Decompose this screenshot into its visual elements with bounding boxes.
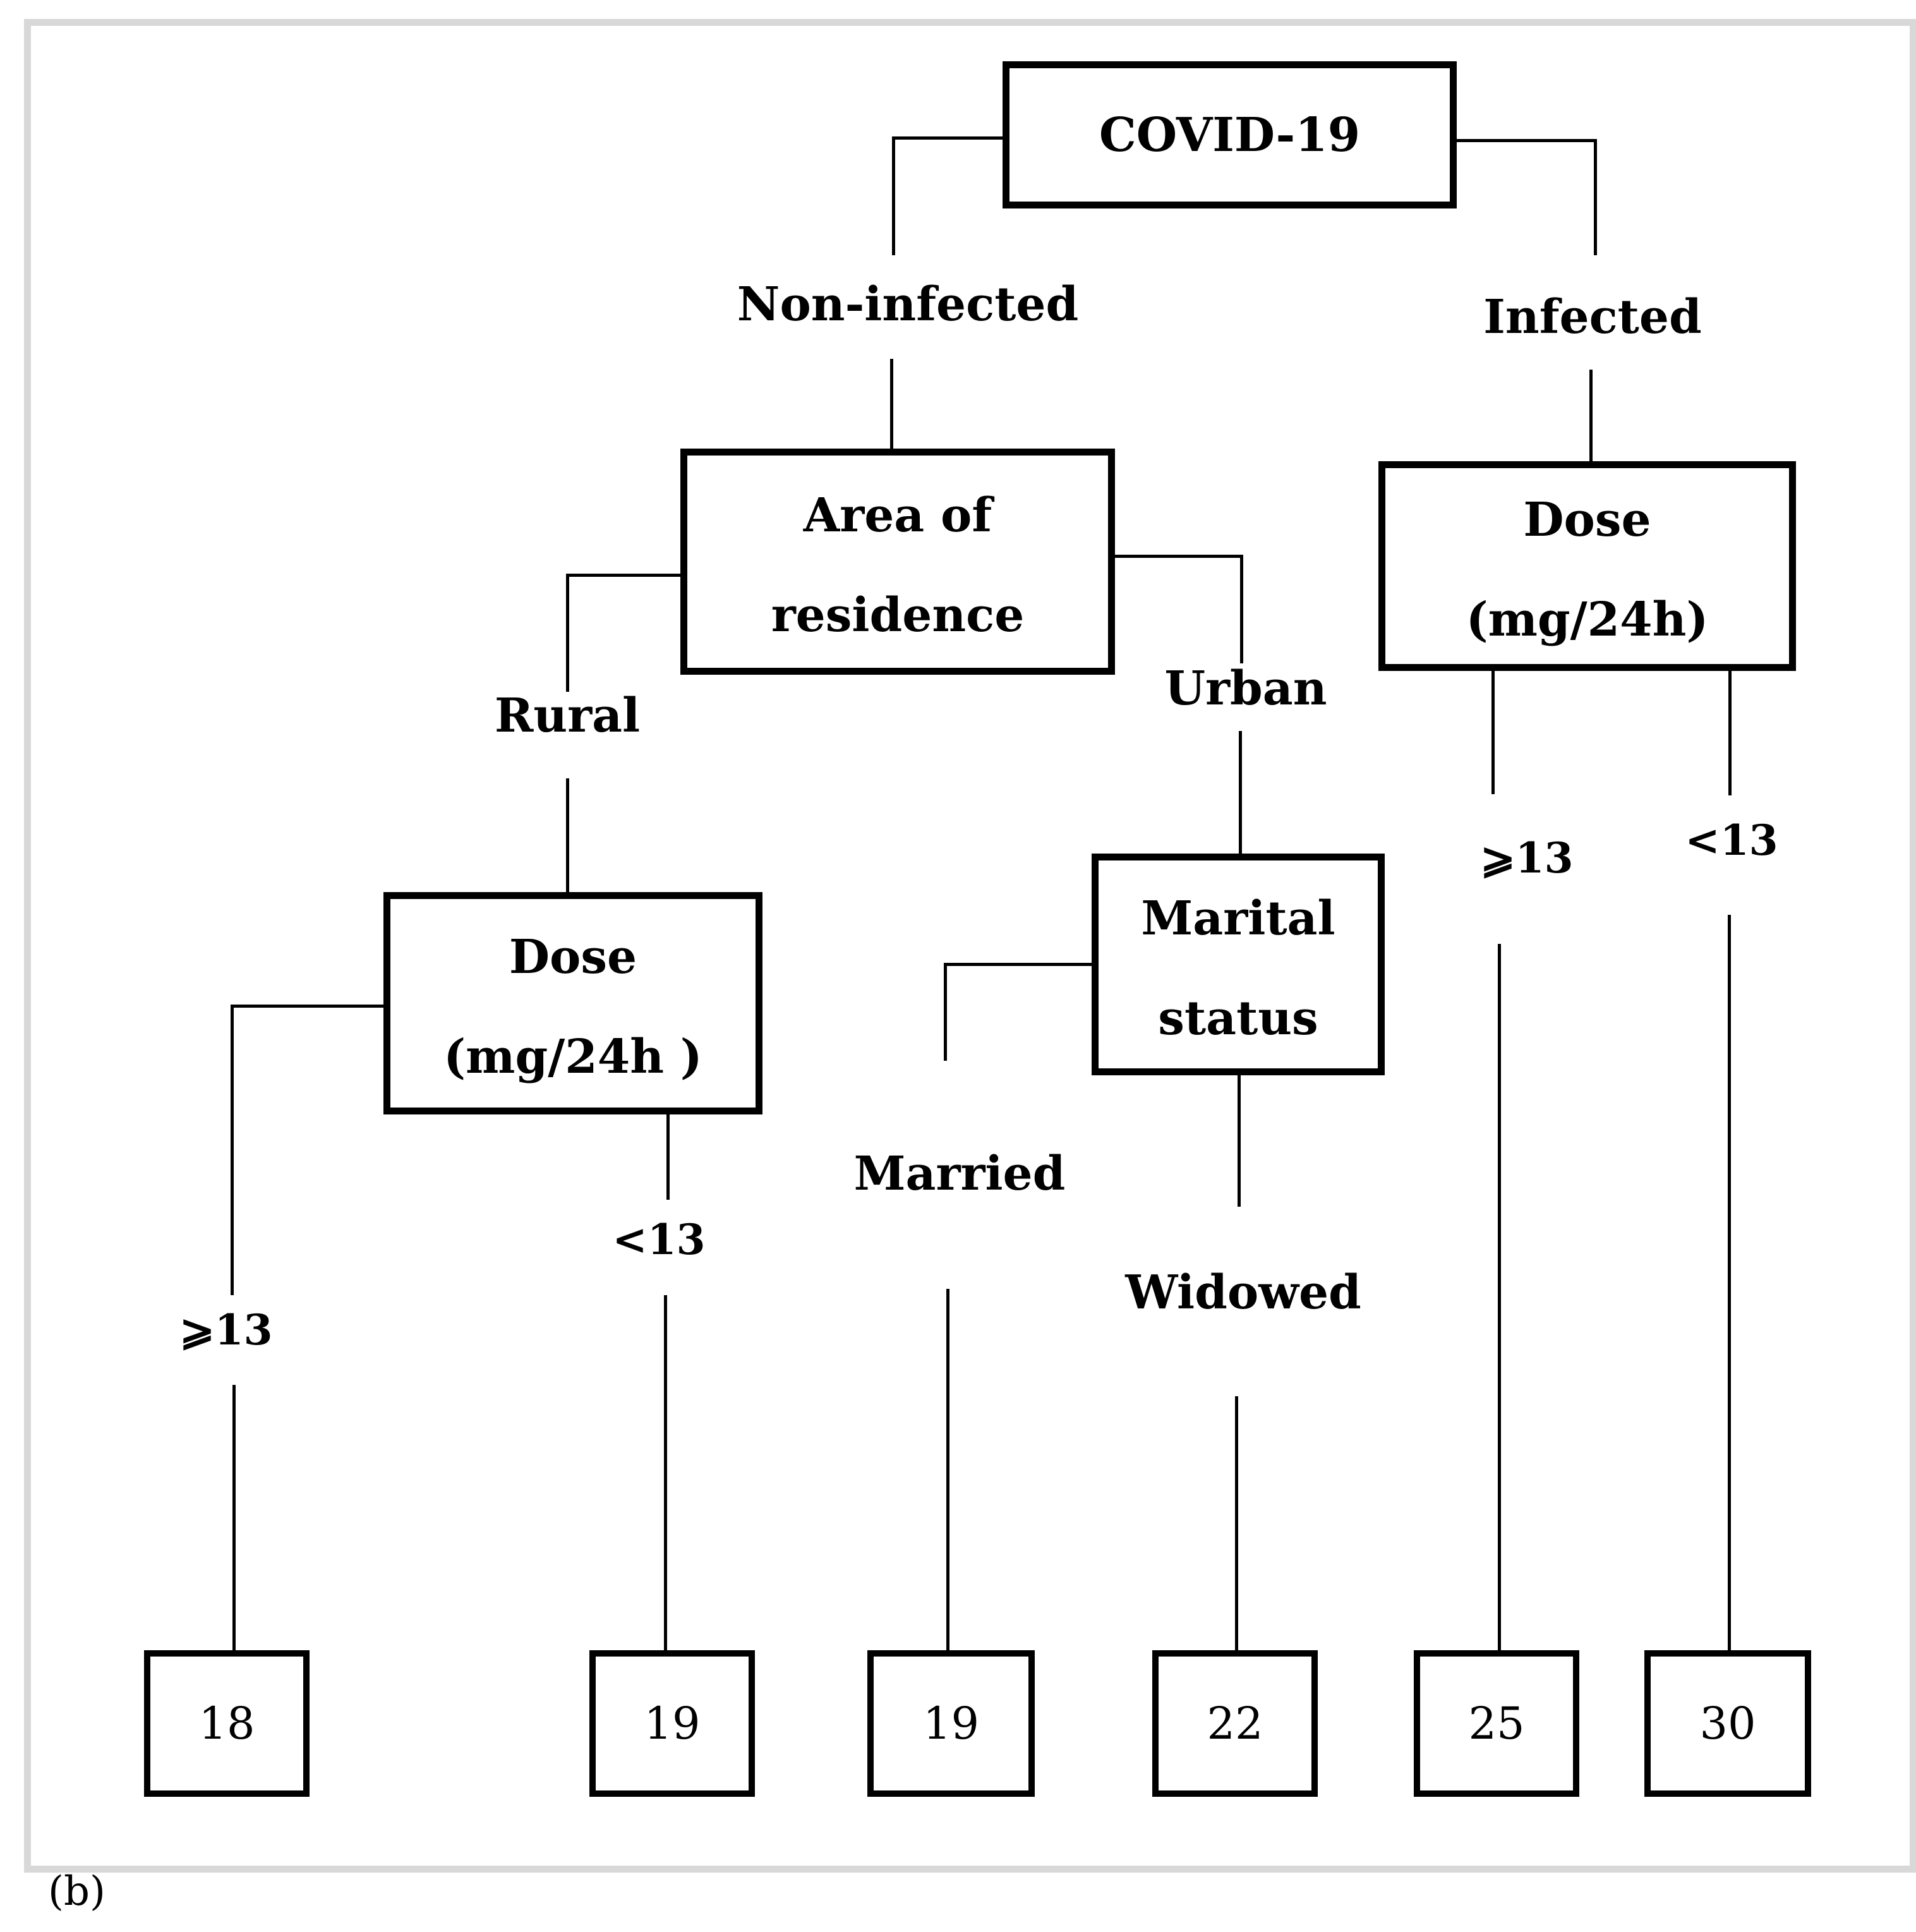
edge-label-urban: Urban (1164, 661, 1327, 716)
edge-ge13-leaf25-v (1498, 944, 1501, 1653)
edge-area-urban-v1 (1240, 555, 1243, 663)
leaf-value: 22 (1207, 1698, 1263, 1749)
figure-caption-label: (b) (48, 1868, 105, 1915)
edge-covid-infected-v1 (1594, 139, 1597, 255)
leaf-value: 19 (922, 1698, 980, 1749)
edge-covid-noninfected-v1 (892, 136, 895, 255)
edge-label-non-infected: Non-infected (737, 277, 1079, 332)
leaf-node-rural-lt13: 19 (589, 1650, 755, 1797)
edge-label-dose-left-lt13: <13 (612, 1215, 706, 1264)
node-dose-right: Dose (mg/24h) (1378, 461, 1796, 671)
leaf-node-infected-ge13: 25 (1414, 1650, 1579, 1797)
edge-label-married: Married (853, 1147, 1066, 1201)
edge-doseright-lt13-v1 (1728, 668, 1732, 795)
edge-doseleft-ge13-v1 (231, 1005, 234, 1295)
node-area-line2: residence (771, 588, 1025, 643)
node-marital-line2: status (1158, 991, 1318, 1046)
node-marital-line1: Marital (1141, 891, 1335, 946)
leaf-value: 18 (198, 1698, 255, 1749)
leaf-value: 30 (1699, 1698, 1756, 1749)
edge-area-rural-v1 (566, 574, 569, 692)
edge-doseleft-ge13-h (232, 1005, 387, 1008)
edge-marital-widowed-v1 (1238, 1072, 1241, 1207)
edge-noninfected-area-v (890, 359, 893, 449)
edge-label-dose-right-lt13: <13 (1685, 816, 1778, 865)
node-dose-right-line2: (mg/24h) (1466, 593, 1709, 647)
leaf-node-widowed: 22 (1152, 1650, 1318, 1797)
edge-lt13-leaf19-v (664, 1295, 667, 1653)
edge-label-dose-left-ge13: ⩾13 (179, 1305, 273, 1355)
edge-label-infected: Infected (1483, 290, 1702, 344)
node-area-line1: Area of (803, 488, 992, 543)
edge-area-urban-h (1112, 555, 1243, 558)
edge-label-dose-right-ge13: ⩾13 (1480, 833, 1574, 883)
edge-covid-infected-h (1454, 139, 1597, 142)
node-covid19-label: COVID-19 (1099, 107, 1361, 162)
node-marital-status: Marital status (1092, 854, 1385, 1075)
leaf-value: 19 (644, 1698, 701, 1749)
node-area-of-residence: Area of residence (680, 449, 1115, 675)
leaf-node-married: 19 (867, 1650, 1035, 1797)
node-dose-left-line2: (mg/24h ) (443, 1030, 702, 1084)
edge-ge13-leaf18-v (232, 1385, 236, 1653)
edge-doseleft-lt13-v1 (666, 1111, 670, 1200)
edge-marital-married-v1 (944, 963, 947, 1061)
edge-covid-noninfected-h (893, 136, 1006, 140)
node-dose-left: Dose (mg/24h ) (383, 892, 762, 1114)
edge-label-rural: Rural (494, 689, 641, 743)
edge-rural-dose-v (566, 778, 569, 895)
edge-lt13-leaf30-v (1728, 915, 1731, 1653)
edge-married-leaf19-v (946, 1289, 949, 1653)
node-dose-right-line1: Dose (1523, 493, 1651, 547)
figure-border-frame (24, 19, 1916, 1873)
edge-urban-marital-v (1239, 731, 1242, 857)
edge-doseright-ge13-v1 (1491, 668, 1495, 794)
edge-marital-married-h (944, 963, 1095, 966)
edge-area-rural-h (566, 574, 684, 577)
node-dose-left-line1: Dose (509, 930, 637, 984)
leaf-node-rural-ge13: 18 (144, 1650, 310, 1797)
node-covid19: COVID-19 (1003, 61, 1457, 208)
edge-label-widowed: Widowed (1125, 1265, 1361, 1320)
leaf-node-infected-lt13: 30 (1644, 1650, 1811, 1797)
leaf-value: 25 (1468, 1698, 1525, 1749)
edge-widowed-leaf22-v (1235, 1396, 1238, 1653)
edge-infected-dose-v (1589, 370, 1593, 461)
